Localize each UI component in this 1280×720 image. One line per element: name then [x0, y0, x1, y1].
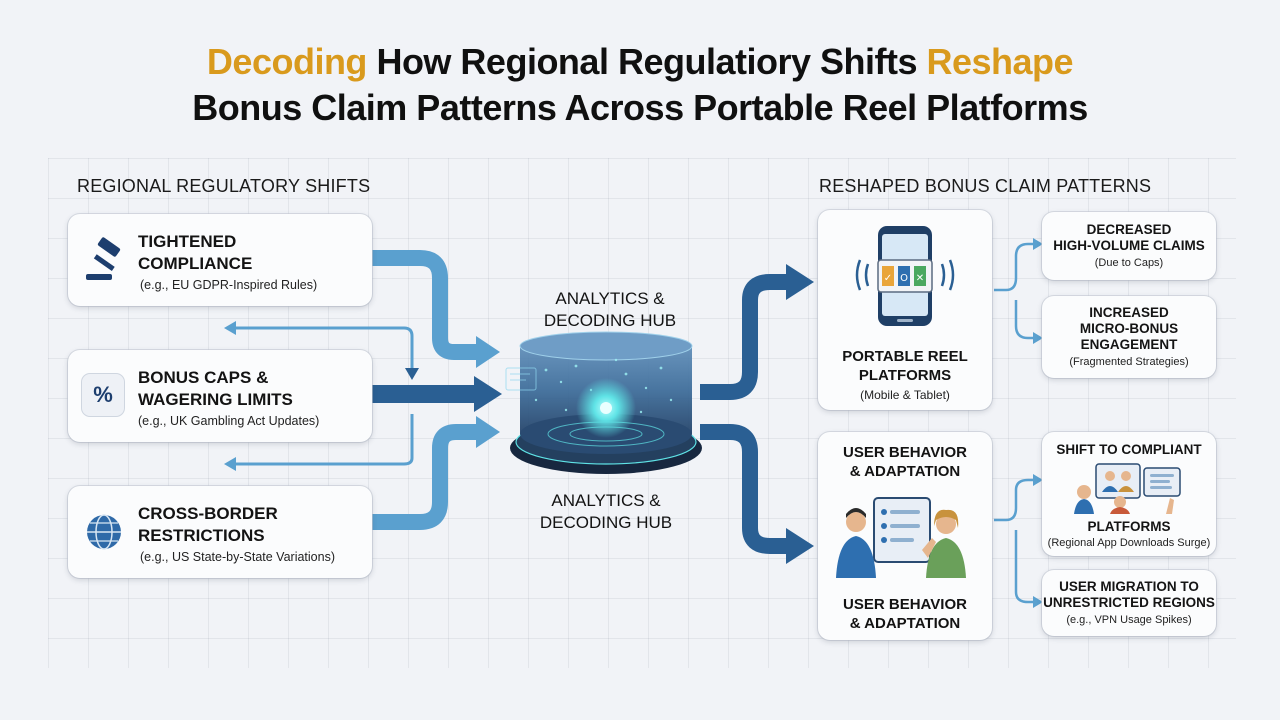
arrow-compliance-to-hub: [372, 250, 478, 360]
caps-sub: (e.g., UK Gambling Act Updates): [138, 414, 320, 428]
percent-icon: %: [82, 374, 124, 416]
card-bonus-caps: % BONUS CAPS & WAGERING LIMITS (e.g., UK…: [68, 350, 372, 442]
outcome-3-sub: (Regional App Downloads Surge): [1047, 537, 1211, 549]
outcome-2-line-3: ENGAGEMENT: [1080, 337, 1178, 352]
outcome-2-line-1: INCREASED: [1089, 305, 1169, 320]
page-title-line-2: Bonus Claim Patterns Across Portable Ree…: [192, 87, 1088, 128]
left-section-heading: REGIONAL REGULATORY SHIFTS: [77, 176, 371, 196]
outcome-4-sub: (e.g., VPN Usage Spikes): [1066, 614, 1192, 626]
arrowhead-platform: [786, 264, 814, 300]
feedback-arrow-bottom: [232, 414, 414, 466]
connector-arrowhead-2: [1033, 332, 1043, 344]
arrowhead-caps: [474, 376, 502, 412]
svg-text:O: O: [900, 273, 908, 284]
hub-label-bottom-2: DECODING HUB: [539, 513, 673, 532]
outcome-1-sub: (Due to Caps): [1094, 257, 1164, 269]
outcome-3-line-1: SHIFT TO COMPLIANT: [1056, 442, 1202, 457]
connector-arrowhead-3: [1033, 474, 1043, 486]
platform-line-1: PORTABLE REEL: [842, 348, 968, 365]
arrowhead-border: [476, 416, 500, 448]
card-portable-reel-platforms: ✓ O ✕ PORTABLE REEL PLATFORMS (Mobile & …: [818, 210, 992, 410]
title-middle: How Regional Regulatiory Shifts: [366, 41, 927, 82]
outcome-2-line-2: MICRO-BONUS: [1079, 321, 1179, 336]
outcome-increased-micro-bonus: INCREASED MICRO-BONUS ENGAGEMENT (Fragme…: [1042, 296, 1216, 378]
feedback-arrowhead-bottom: [224, 457, 236, 471]
analytics-hub-icon: [505, 331, 702, 474]
behavior-top-line-2: & ADAPTATION: [849, 463, 961, 480]
compliance-sub: (e.g., EU GDPR-Inspired Rules): [140, 278, 318, 292]
behavior-bottom-line-1: USER BEHAVIOR: [843, 596, 967, 613]
compliance-line-1: TIGHTENED: [138, 232, 237, 251]
arrow-hub-to-platform: [700, 274, 790, 400]
outcome-2-sub: (Fragmented Strategies): [1069, 356, 1189, 368]
card-cross-border: CROSS-BORDER RESTRICTIONS (e.g., US Stat…: [68, 486, 372, 578]
gavel-icon: [86, 237, 121, 280]
connector-platform-outcomes: [994, 242, 1036, 340]
behavior-top-line-1: USER BEHAVIOR: [843, 444, 967, 461]
outcome-4-line-1: USER MIGRATION TO: [1059, 579, 1199, 594]
connector-behavior-outcomes: [994, 478, 1036, 604]
right-section-heading: RESHAPED BONUS CLAIM PATTERNS: [819, 176, 1152, 196]
hub-label-top-1: ANALYTICS &: [555, 289, 665, 308]
feedback-arrowhead-top: [224, 321, 236, 335]
platform-sub: (Mobile & Tablet): [860, 388, 950, 402]
svg-text:✕: ✕: [916, 273, 924, 284]
title-highlight-decoding: Decoding: [206, 41, 368, 82]
outcome-shift-compliant: SHIFT TO COMPLIANT PLATFORMS (Regional A…: [1042, 432, 1216, 556]
page-title-line-1: Decoding How Regional Regulatiory Shifts…: [0, 41, 1280, 83]
arrowhead-behavior: [786, 528, 814, 564]
arrowhead-compliance: [476, 336, 500, 368]
users-tablet-icon: [836, 497, 966, 578]
hub-label-top-2: DECODING HUB: [543, 311, 677, 330]
outcome-3-line-2: PLATFORMS: [1087, 519, 1171, 534]
feedback-down-arrowhead: [405, 368, 419, 380]
arrow-border-to-hub: [372, 424, 478, 530]
card-user-behavior: USER BEHAVIOR & ADAPTATION USER BEHAVIOR…: [818, 432, 992, 640]
border-line-2: RESTRICTIONS: [138, 526, 265, 545]
feedback-arrow-top: [232, 326, 414, 372]
platform-line-2: PLATFORMS: [858, 367, 952, 384]
connector-arrowhead-4: [1033, 596, 1043, 608]
phone-reels-icon: ✓ O ✕: [855, 226, 955, 326]
outcome-4-line-2: UNRESTRICTED REGIONS: [1043, 595, 1215, 610]
outcome-decreased-claims: DECREASED HIGH-VOLUME CLAIMS (Due to Cap…: [1042, 212, 1216, 280]
connector-arrowhead-1: [1033, 238, 1043, 250]
outcome-user-migration: USER MIGRATION TO UNRESTRICTED REGIONS (…: [1042, 570, 1216, 636]
outcome-1-line-1: DECREASED: [1086, 222, 1172, 237]
hub-label-bottom-1: ANALYTICS &: [551, 491, 661, 510]
behavior-bottom-line-2: & ADAPTATION: [849, 615, 961, 632]
title-highlight-reshape: Reshape: [926, 41, 1074, 82]
card-tightened-compliance: TIGHTENED COMPLIANCE (e.g., EU GDPR-Insp…: [68, 214, 372, 306]
users-screen-icon: [1074, 463, 1181, 514]
caps-line-2: WAGERING LIMITS: [138, 390, 293, 409]
globe-icon: [87, 514, 121, 550]
outcome-1-line-2: HIGH-VOLUME CLAIMS: [1053, 238, 1205, 253]
border-line-1: CROSS-BORDER: [138, 504, 278, 523]
compliance-line-2: COMPLIANCE: [138, 254, 253, 273]
border-sub: (e.g., US State-by-State Variations): [140, 550, 335, 564]
svg-text:✓: ✓: [884, 273, 892, 284]
caps-line-1: BONUS CAPS &: [138, 368, 269, 387]
arrow-hub-to-behavior: [700, 424, 790, 554]
